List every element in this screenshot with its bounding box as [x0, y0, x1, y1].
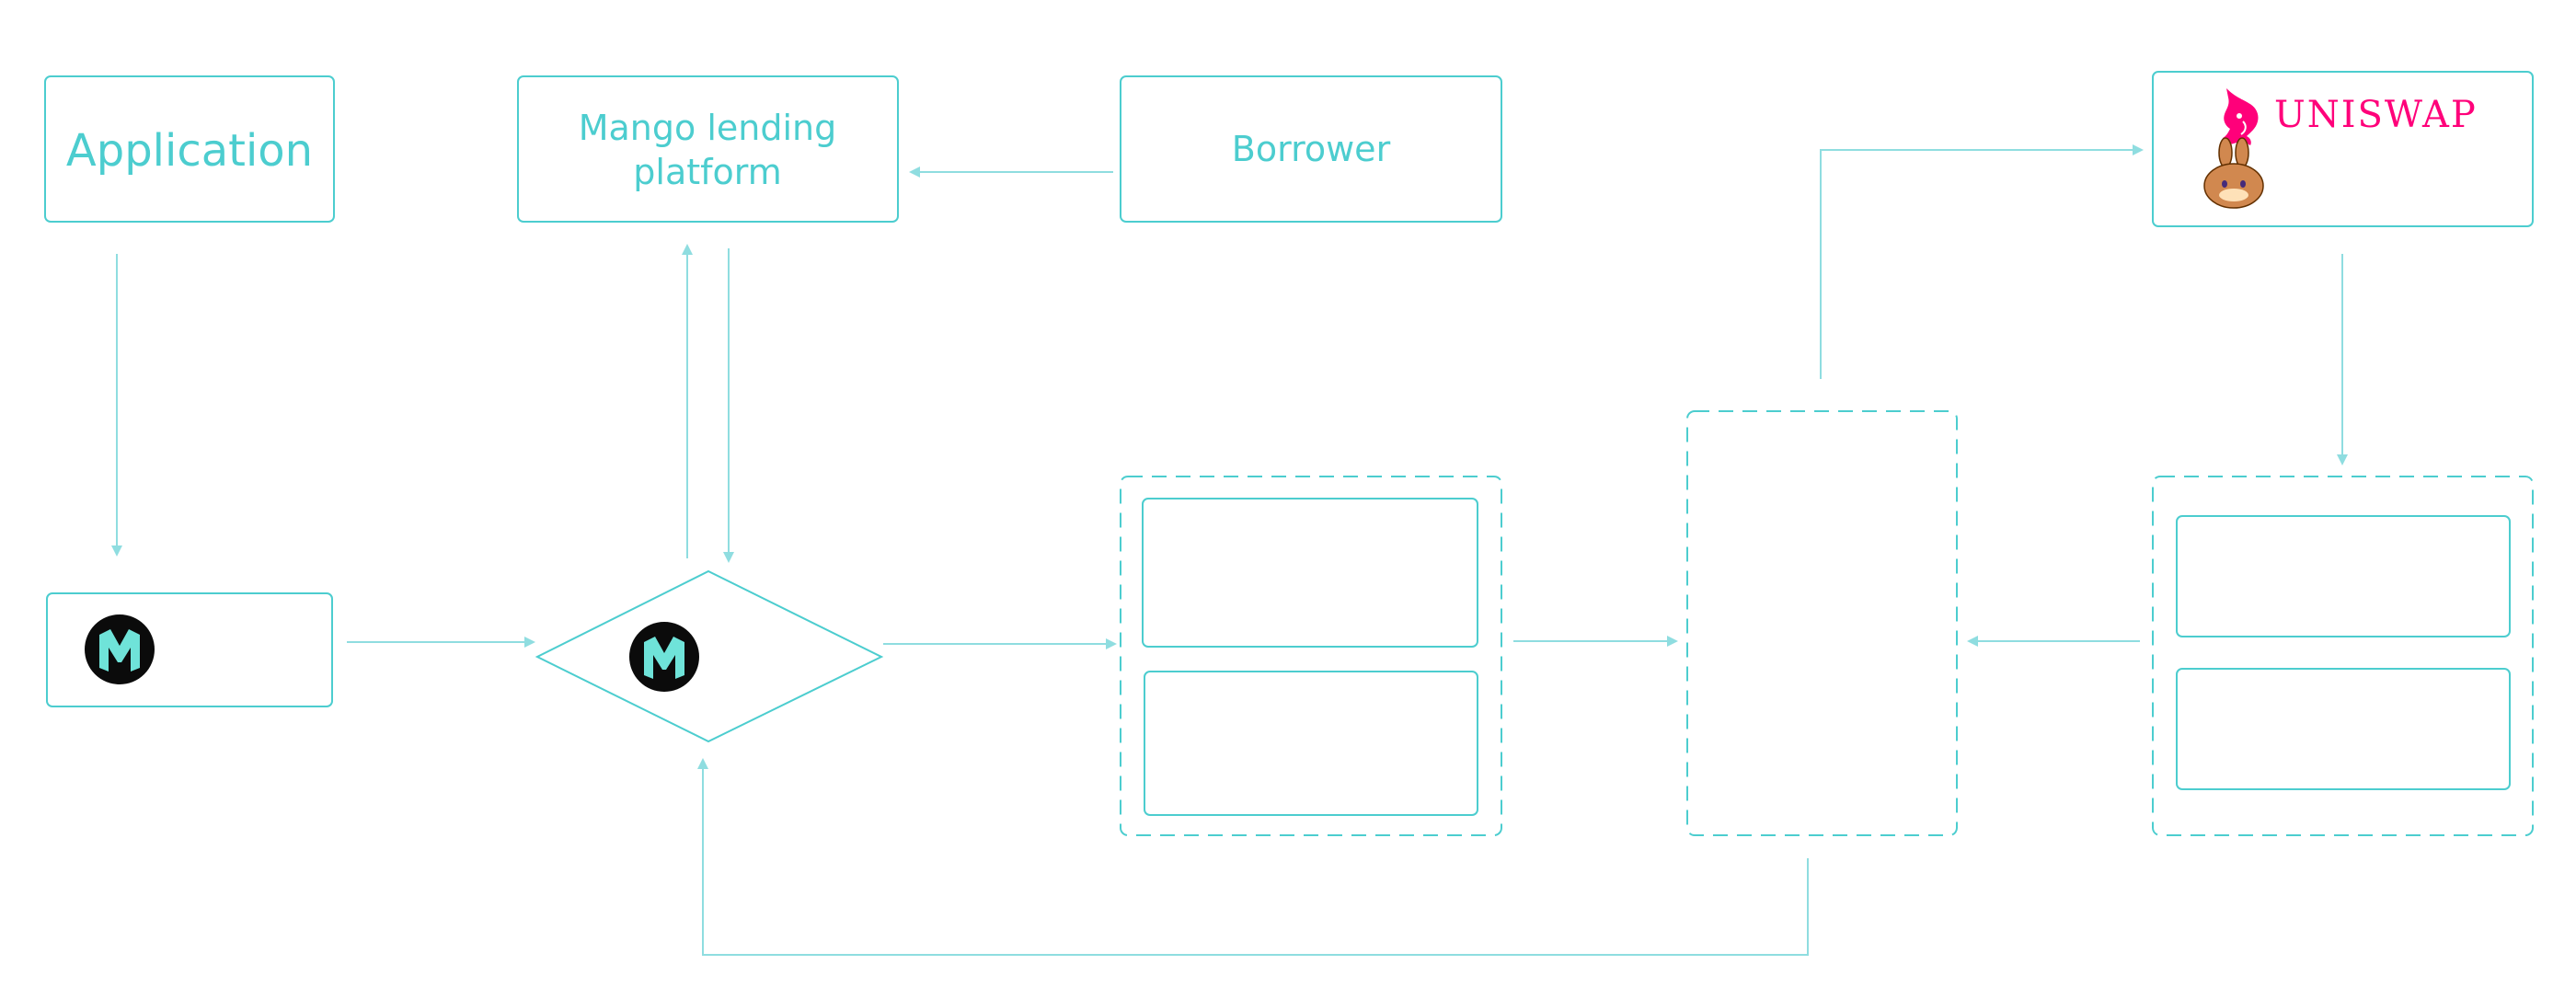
stacked-boxes-container [1120, 476, 1502, 836]
uniswap-logo-text: UNISWAP [2274, 94, 2478, 136]
borrower-node: Borrower [1120, 75, 1502, 223]
dex-node: UNISWAP [2152, 71, 2534, 227]
mango-logo-node [46, 592, 333, 707]
application-label: Application [66, 125, 313, 177]
pool-box-top [2176, 515, 2511, 637]
pancakeswap-bunny-icon [2203, 137, 2264, 209]
tall-dashed-container [1686, 410, 1958, 836]
inner-box-bottom [1144, 671, 1478, 816]
connectors [111, 144, 2348, 956]
uniswap-unicorn-icon [2223, 88, 2259, 145]
mango-markets-logo-icon [629, 622, 699, 692]
mango-markets-logo-icon [85, 614, 155, 684]
arrow-tall-to-dex [1820, 144, 2144, 379]
mango-platform-label-line1: Mango lending [579, 108, 837, 148]
borrower-label: Borrower [1232, 129, 1391, 169]
inner-box-top [1142, 498, 1478, 648]
arrow-tall-to-decision [697, 758, 1809, 956]
mango-decision-node [535, 569, 884, 743]
application-node: Application [44, 75, 335, 223]
pool-box-bottom [2176, 668, 2511, 790]
mango-lending-platform-node: Mango lending platform [517, 75, 899, 223]
dex-pools-container [2152, 476, 2534, 836]
mango-platform-label-line2: platform [633, 152, 781, 192]
